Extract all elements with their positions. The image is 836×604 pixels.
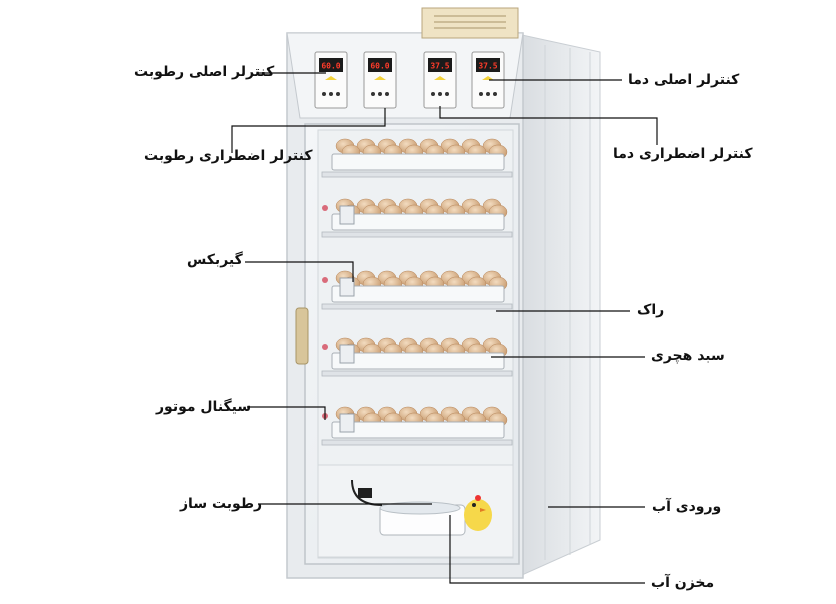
gearbox-unit [339,277,355,297]
label-signal-motor: سیگنال موتور [156,399,252,415]
controller-humidity-backup: 60.0 [363,51,397,109]
egg-basket-tray [331,213,505,231]
egg-basket-tray [331,352,505,370]
humidifier-unit [358,488,372,498]
controller-humidity-main: 60.0 [314,51,348,109]
label-backup-humidity-controller: کنترلر اضطراری رطوبت [144,148,313,164]
rack-rail [321,439,513,446]
label-humidifier: رطوبت ساز [180,496,263,512]
gearbox-unit [339,205,355,225]
leader-backup-humidity [231,108,386,153]
display-temp-backup: 37.5 [430,62,449,71]
leader-water-tank [449,515,645,584]
signal-motor-led [322,205,328,211]
controller-temp-main: 37.5 [471,51,505,109]
egg-racks [321,138,513,446]
rack-rail [321,303,513,310]
cabinet-side [521,34,601,576]
label-main-humidity-controller: کنترلر اصلی رطوبت [134,64,275,80]
signal-motor-led [322,277,328,283]
display-humidity-backup: 60.0 [370,62,389,71]
egg-basket-tray [331,285,505,303]
nameplate [421,7,519,39]
egg-basket-tray [331,153,505,171]
label-main-temp-controller: کنترلر اصلی دما [628,72,740,88]
label-backup-temp-controller: کنترلر اضطراری دما [613,146,753,162]
label-egg-basket: سبد هچری [651,348,725,364]
chick-sticker [464,495,492,531]
gearbox-unit [339,344,355,364]
signal-motor-led [322,344,328,350]
humidifier-cable [351,479,383,506]
rack-rail [321,370,513,377]
controller-temp-backup: 37.5 [423,51,457,109]
leader-lines [231,72,658,584]
rack-rail [321,171,513,178]
label-rack: راک [637,302,665,318]
leader-backup-temp [439,106,658,145]
label-water-inlet: ورودی آب [652,499,722,515]
label-gearbox: گیربکس [187,252,243,268]
label-water-tank: مخزن آب [651,575,715,591]
gearbox-unit [339,413,355,433]
display-temp-main: 37.5 [478,62,497,71]
egg-basket-tray [331,421,505,439]
display-humidity-main: 60.0 [321,62,340,71]
door-handle [295,307,309,365]
rack-rail [321,231,513,238]
leader-signal-motor [247,406,326,420]
leader-gearbox [245,261,354,282]
